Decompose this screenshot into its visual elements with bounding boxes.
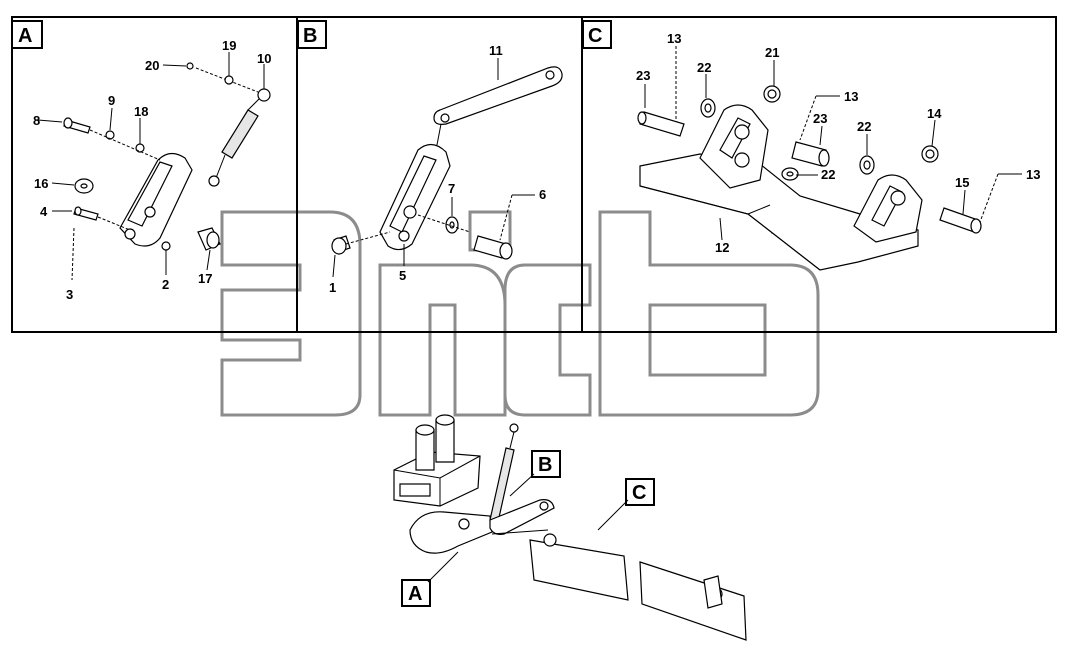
nut-18 xyxy=(135,143,145,153)
cylinder-left xyxy=(415,429,435,471)
part-number-20: 20 xyxy=(145,58,159,73)
part-number-13-a: 13 xyxy=(667,31,681,46)
ball-joint-10 xyxy=(257,88,271,102)
part-number-22-c: 22 xyxy=(821,167,835,182)
assembly-plate-left xyxy=(529,539,629,601)
part-number-8: 8 xyxy=(33,113,40,128)
part-number-23-b: 23 xyxy=(813,111,827,126)
watermark-logo: TM xyxy=(220,206,820,417)
part-number-11: 11 xyxy=(489,43,503,58)
part-number-13-c: 13 xyxy=(1026,167,1040,182)
panel-c-drawing xyxy=(637,46,1022,271)
part-number-17: 17 xyxy=(198,271,212,286)
part-number-3: 3 xyxy=(66,287,73,302)
callout-a-letter: A xyxy=(408,583,422,605)
part-number-2: 2 xyxy=(162,277,169,292)
pin-23-left xyxy=(639,111,685,137)
panel-b-letter: B xyxy=(303,25,317,47)
panel-c-letter: C xyxy=(588,25,602,47)
assembly-gas-spring xyxy=(489,447,515,523)
panel-a-letter: A xyxy=(18,25,32,47)
part-number-18: 18 xyxy=(134,104,148,119)
part-number-5: 5 xyxy=(399,268,406,283)
panel-a-drawing xyxy=(37,52,271,281)
arm-11 xyxy=(433,66,563,125)
panel-b-drawing xyxy=(331,58,563,278)
part-number-21: 21 xyxy=(765,45,779,60)
part-number-16: 16 xyxy=(34,176,48,191)
part-number-7: 7 xyxy=(448,181,455,196)
part-number-22-a: 22 xyxy=(697,60,711,75)
part-number-6: 6 xyxy=(539,187,546,202)
part-number-4: 4 xyxy=(40,204,48,219)
part-number-19: 19 xyxy=(222,38,236,53)
panel-c-label: C xyxy=(582,20,612,49)
assembly-overview xyxy=(393,414,747,641)
part-number-12: 12 xyxy=(715,240,729,255)
callout-b-letter: B xyxy=(538,454,552,476)
part-number-15: 15 xyxy=(955,175,969,190)
callout-a: A xyxy=(401,551,459,607)
callout-c-letter: C xyxy=(632,482,646,504)
part-number-22-b: 22 xyxy=(857,119,871,134)
part-number-23-a: 23 xyxy=(636,68,650,83)
nut-20 xyxy=(186,62,194,70)
cylinder-right xyxy=(435,419,455,463)
part-number-13-b: 13 xyxy=(844,89,858,104)
washer-19 xyxy=(224,75,234,85)
bushing-6 xyxy=(473,235,507,259)
assembly-lever xyxy=(409,511,493,554)
panel-b-label: B xyxy=(297,20,327,49)
assembly-link-arm xyxy=(489,499,555,535)
callout-c: C xyxy=(597,478,655,531)
nut-2 xyxy=(161,241,171,251)
panel-c-frame xyxy=(581,16,1057,333)
panel-a-label: A xyxy=(11,20,43,49)
part-number-9: 9 xyxy=(108,93,115,108)
part-number-1: 1 xyxy=(329,280,336,295)
gas-spring xyxy=(221,109,259,159)
part-number-10: 10 xyxy=(257,51,271,66)
part-number-14: 14 xyxy=(927,106,942,121)
washer-9 xyxy=(105,130,115,140)
callout-b: B xyxy=(509,450,561,497)
